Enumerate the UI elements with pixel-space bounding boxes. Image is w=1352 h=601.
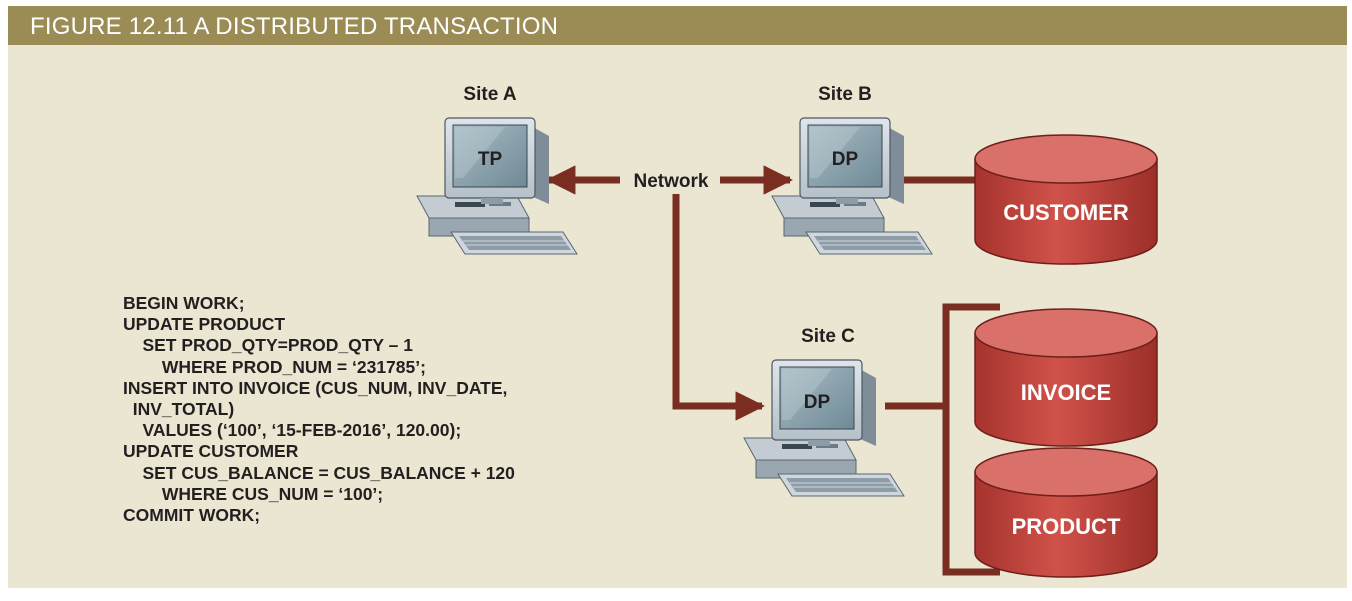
site-a-processor-label: TP xyxy=(478,149,503,170)
site-c-processor-label: DP xyxy=(804,392,831,413)
transaction-line: INSERT INTO INVOICE (CUS_NUM, INV_DATE, xyxy=(123,377,508,398)
site-b-processor-label: DP xyxy=(832,149,859,170)
network-connections xyxy=(546,165,1000,576)
site-c-label: Site C xyxy=(801,326,855,347)
product-database-icon: PRODUCT xyxy=(974,447,1158,578)
product-database-label: PRODUCT xyxy=(1012,514,1121,539)
site-a-computer-icon xyxy=(416,117,578,255)
figure-header: FIGURE 12.11 A DISTRIBUTED TRANSACTION xyxy=(8,6,1347,45)
customer-database-label: CUSTOMER xyxy=(1003,200,1129,225)
transaction-line: SET PROD_QTY=PROD_QTY – 1 xyxy=(123,335,413,356)
site-c-computer-icon xyxy=(743,359,905,497)
network-to-site-c-arrow xyxy=(672,194,765,421)
site-b-computer-icon xyxy=(771,117,933,255)
invoice-database-icon: INVOICE xyxy=(974,308,1158,447)
transaction-line: COMMIT WORK; xyxy=(123,504,261,525)
figure-title: FIGURE 12.11 A DISTRIBUTED TRANSACTION xyxy=(30,13,559,40)
network-label: Network xyxy=(634,171,709,192)
transaction-line: WHERE CUS_NUM = ‘100’; xyxy=(123,483,384,504)
transaction-line: BEGIN WORK; xyxy=(123,293,245,313)
invoice-database-label: INVOICE xyxy=(1021,380,1111,405)
site-c-bracket xyxy=(942,303,1000,576)
transaction-line: UPDATE CUSTOMER xyxy=(123,441,299,462)
transaction-line: INV_TOTAL) xyxy=(123,398,235,419)
transaction-code-block: BEGIN WORK; UPDATE PRODUCT SET PROD_QTY=… xyxy=(123,293,515,526)
customer-database-icon: CUSTOMER xyxy=(974,134,1158,265)
transaction-line: SET CUS_BALANCE = CUS_BALANCE + 120 xyxy=(123,462,515,483)
site-a-label: Site A xyxy=(463,84,516,105)
transaction-line: UPDATE PRODUCT xyxy=(123,314,286,335)
transaction-line: WHERE PROD_NUM = ‘231785’; xyxy=(123,356,426,377)
site-b-label: Site B xyxy=(818,84,872,105)
transaction-line: VALUES (‘100’, ‘15-FEB-2016’, 120.00); xyxy=(123,420,462,441)
